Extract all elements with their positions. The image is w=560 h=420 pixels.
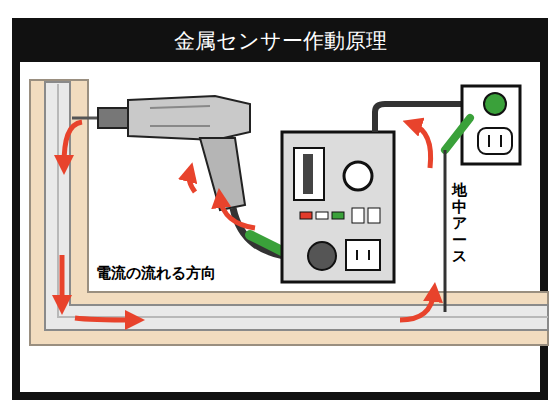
title: 金属センサー作動原理 (174, 27, 387, 55)
wall-outlet (462, 86, 520, 164)
current-arrows (62, 122, 434, 320)
ground-label: 地中アース (452, 182, 467, 265)
drill (72, 96, 250, 210)
concrete (30, 80, 548, 345)
steel-frame (45, 82, 548, 330)
ground-wire (444, 150, 447, 312)
ground-clip (445, 118, 470, 150)
flow-label: 電流の流れる方向 (96, 264, 216, 283)
steel-edge (58, 84, 548, 317)
frame (12, 18, 548, 400)
control-box (282, 132, 394, 282)
